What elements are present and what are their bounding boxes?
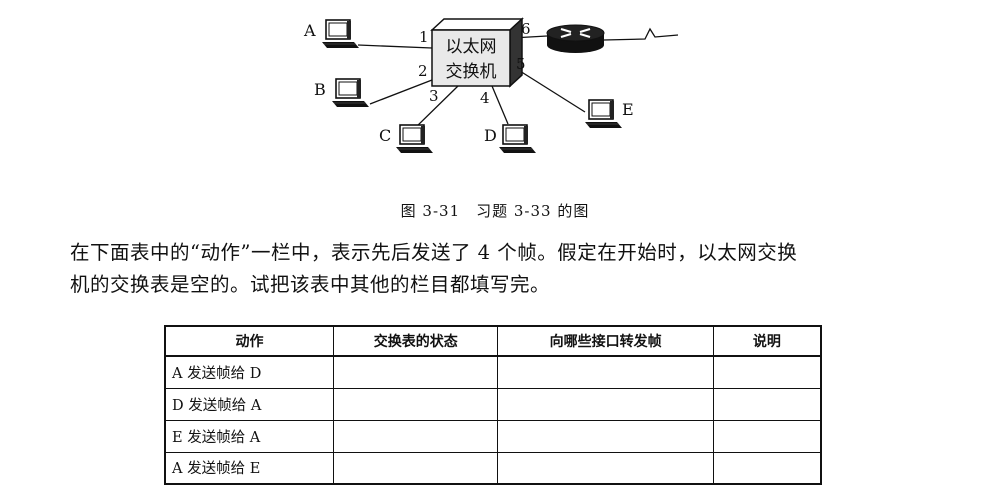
port-label-4: 4 [480,89,490,107]
table-row: E 发送帧给 A [164,419,822,453]
header-notes: 说明 [712,325,822,357]
cell-switch-table-state [332,451,499,485]
cell-action: A 发送帧给 D [164,355,334,389]
ethernet-switch: 以太网 交换机 [430,17,524,88]
network-diagram: 以太网 交换机 A B C D E 1 2 3 4 5 6 [303,17,679,154]
computer-e-icon [584,99,623,129]
cell-forward-ports [497,451,714,485]
cell-switch-table-state [332,355,499,389]
question-paragraph: 在下面表中的“动作”一栏中，表示先后发送了 4 个帧。假定在开始时，以太网交换 … [70,237,975,301]
table-row: D 发送帧给 A [164,387,822,421]
router-icon [546,24,605,53]
port-label-1: 1 [419,28,429,46]
cell-switch-table-state [332,387,499,421]
frame-forwarding-table: 动作 交换表的状态 向哪些接口转发帧 说明 A 发送帧给 D D 发送帧给 A … [164,325,822,485]
computer-d-icon [498,124,537,154]
cell-notes [712,451,822,485]
paragraph-line-2: 机的交换表是空的。试把该表中其他的栏目都填写完。 [70,273,551,296]
computer-b-icon [331,78,370,108]
switch-label-line2: 交换机 [446,62,497,82]
cell-forward-ports [497,387,714,421]
port-label-3: 3 [429,87,439,105]
switch-label-line1: 以太网 [446,37,497,57]
cell-action: D 发送帧给 A [164,387,334,421]
port-label-5: 5 [516,55,526,73]
port-label-2: 2 [418,62,428,80]
cell-notes [712,355,822,389]
port-label-6: 6 [521,20,531,38]
host-label-b: B [314,80,326,99]
cell-switch-table-state [332,419,499,453]
header-switch-table-state: 交换表的状态 [332,325,499,357]
cell-action: A 发送帧给 E [164,451,334,485]
header-forward-ports: 向哪些接口转发帧 [497,325,714,357]
cell-action: E 发送帧给 A [164,419,334,453]
host-label-c: C [379,126,391,145]
cell-notes [712,419,822,453]
cell-forward-ports [497,419,714,453]
host-label-e: E [622,100,634,119]
table-row: A 发送帧给 E [164,451,822,485]
host-label-a: A [303,21,316,40]
computer-c-icon [395,124,434,154]
cell-notes [712,387,822,421]
paragraph-line-1: 在下面表中的“动作”一栏中，表示先后发送了 4 个帧。假定在开始时，以太网交换 [70,241,798,264]
cell-forward-ports [497,355,714,389]
figure-caption: 图 3-31 习题 3-33 的图 [400,202,590,220]
computer-a-icon [321,19,360,49]
host-label-d: D [484,126,497,145]
table-row: A 发送帧给 D [164,355,822,389]
table-header-row: 动作 交换表的状态 向哪些接口转发帧 说明 [164,325,822,357]
header-action: 动作 [164,325,334,357]
